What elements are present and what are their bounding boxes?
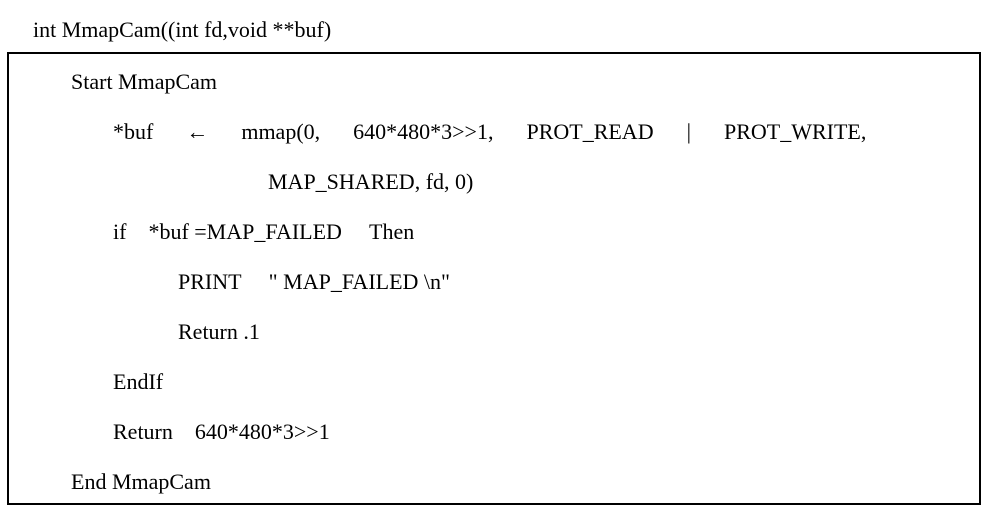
code-line-start: Start MmapCam xyxy=(71,69,218,94)
code-line-if-condition: if *buf =MAP_FAILED Then xyxy=(113,219,415,244)
code-line-mmap-call-continuation: MAP_SHARED, fd, 0) xyxy=(268,169,474,194)
function-signature: int MmapCam((int fd,void **buf) xyxy=(33,17,332,42)
code-line-mmap-call: *buf ← mmap(0, 640*480*3>>1, PROT_READ |… xyxy=(113,119,867,144)
code-line-end: End MmapCam xyxy=(71,469,211,494)
code-line-return-size: Return 640*480*3>>1 xyxy=(113,419,330,444)
code-line-return-error: Return .1 xyxy=(178,319,260,344)
pseudocode-box: Start MmapCam *buf ← mmap(0, 640*480*3>>… xyxy=(7,52,981,505)
code-line-print: PRINT " MAP_FAILED \n" xyxy=(178,269,451,294)
code-line-endif: EndIf xyxy=(113,369,164,394)
